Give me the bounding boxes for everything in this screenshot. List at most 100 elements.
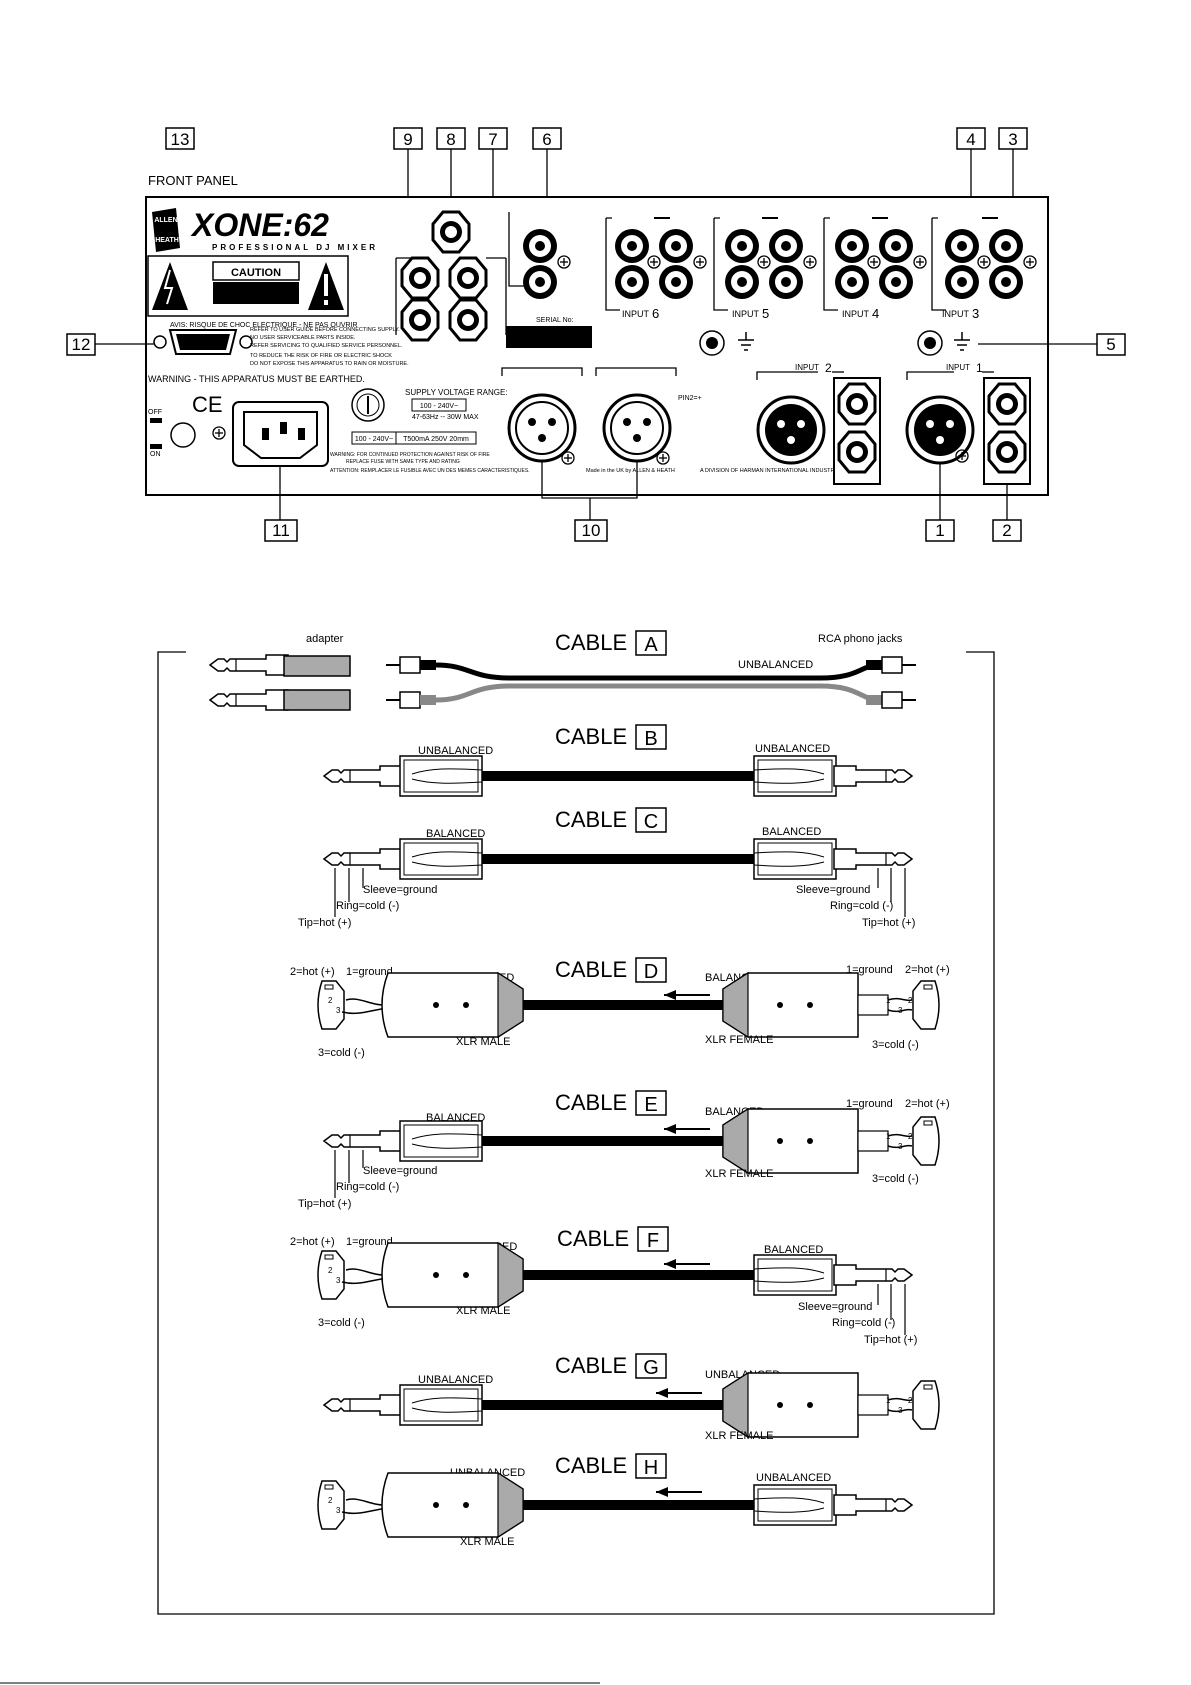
svg-text:CABLE: CABLE bbox=[555, 1090, 627, 1115]
svg-text:3=cold (-): 3=cold (-) bbox=[872, 1173, 919, 1185]
input-1-label: INPUT bbox=[946, 363, 970, 372]
svg-text:1=ground: 1=ground bbox=[346, 966, 393, 978]
fuse-voltage: 100 - 240V~ bbox=[355, 436, 393, 443]
pin2-note: PIN2=+ bbox=[678, 395, 702, 402]
jack-socket-9b bbox=[400, 298, 440, 342]
callout-4: 4 bbox=[956, 127, 986, 150]
input-3-rca-4 bbox=[989, 265, 1023, 299]
jack-socket-7b bbox=[448, 298, 488, 342]
svg-text:Tip=hot (+): Tip=hot (+) bbox=[864, 1334, 917, 1346]
input-1-number: 1 bbox=[976, 361, 983, 375]
svg-text:1: 1 bbox=[886, 996, 891, 1005]
input-6-label: INPUT bbox=[622, 309, 650, 319]
input-3-label: INPUT bbox=[942, 309, 970, 319]
no-rain-note: DO NOT EXPOSE THIS APPARATUS TO RAIN OR … bbox=[250, 361, 409, 367]
svg-text:3: 3 bbox=[1008, 130, 1017, 149]
cable-f: CABLE F BALANCED BALANCED 2=hot (+) 1=gr… bbox=[290, 1226, 917, 1346]
record-out-bracket bbox=[395, 257, 507, 335]
mixer-subtitle: PROFESSIONAL DJ MIXER bbox=[212, 243, 378, 252]
svg-text:G: G bbox=[643, 1357, 659, 1379]
svg-text:F: F bbox=[647, 1230, 659, 1252]
on-label: ON bbox=[150, 451, 161, 458]
input-5-rca-3 bbox=[769, 229, 803, 263]
ce-mark: CE bbox=[192, 392, 223, 417]
svg-text:Tip=hot (+): Tip=hot (+) bbox=[298, 1198, 351, 1210]
svg-text:XLR FEMALE: XLR FEMALE bbox=[705, 1034, 773, 1046]
input-3-rca-3 bbox=[989, 229, 1023, 263]
input-4-number: 4 bbox=[872, 306, 879, 321]
svg-text:2: 2 bbox=[328, 1496, 333, 1505]
svg-text:Tip=hot (+): Tip=hot (+) bbox=[298, 917, 351, 929]
svg-text:2: 2 bbox=[328, 996, 333, 1005]
division-note: A DIVISION OF HARMAN INTERNATIONAL INDUS… bbox=[700, 468, 853, 474]
svg-text:UNBALANCED: UNBALANCED bbox=[418, 745, 493, 757]
svg-text:2: 2 bbox=[908, 1396, 913, 1405]
svg-text:3: 3 bbox=[898, 1142, 903, 1151]
svg-text:6: 6 bbox=[542, 130, 551, 149]
svg-text:Tip=hot (+): Tip=hot (+) bbox=[862, 917, 915, 929]
svg-text:Sleeve=ground: Sleeve=ground bbox=[363, 884, 437, 896]
svg-text:Sleeve=ground: Sleeve=ground bbox=[363, 1165, 437, 1177]
input-3-rca-2 bbox=[945, 265, 979, 299]
svg-text:BALANCED: BALANCED bbox=[426, 828, 485, 840]
svg-text:BALANCED: BALANCED bbox=[762, 826, 821, 838]
svg-text:2=hot (+): 2=hot (+) bbox=[290, 966, 335, 978]
input-1-xlr bbox=[905, 395, 975, 465]
callout-6: 6 bbox=[532, 127, 562, 150]
svg-text:1: 1 bbox=[886, 1132, 891, 1141]
callout-13: 13 bbox=[165, 127, 195, 150]
svg-text:2=hot (+): 2=hot (+) bbox=[905, 964, 950, 976]
input-2-number: 2 bbox=[825, 361, 832, 375]
svg-text:1: 1 bbox=[935, 521, 944, 540]
svg-text:2: 2 bbox=[908, 1132, 913, 1141]
callout-1: 1 bbox=[925, 519, 955, 542]
serial-port bbox=[153, 329, 253, 355]
svg-text:3: 3 bbox=[336, 1276, 341, 1285]
svg-text:1=ground: 1=ground bbox=[346, 1236, 393, 1248]
power-switch[interactable] bbox=[170, 422, 196, 448]
svg-text:13: 13 bbox=[171, 130, 190, 149]
callout-8: 8 bbox=[436, 127, 466, 150]
avis-text: AVIS: RISQUE DE CHOC ELECTRIQUE - NE PAS… bbox=[170, 322, 358, 329]
input-6-number: 6 bbox=[652, 306, 659, 321]
input-5-rca-1 bbox=[725, 229, 759, 263]
cable-b: CABLE B UNBALANCED UNBALANCED bbox=[323, 724, 913, 797]
svg-text:1: 1 bbox=[886, 1396, 891, 1405]
svg-text:Ring=cold (-): Ring=cold (-) bbox=[336, 1181, 399, 1193]
svg-text:3=cold (-): 3=cold (-) bbox=[318, 1317, 365, 1329]
svg-text:H: H bbox=[644, 1457, 658, 1479]
rca-socket-6a bbox=[523, 229, 557, 263]
svg-text:BALANCED: BALANCED bbox=[764, 1244, 823, 1256]
input-4-label: INPUT bbox=[842, 309, 870, 319]
user-guide-note: REFER TO USER GUIDE BEFORE CONNECTING SU… bbox=[250, 327, 400, 333]
no-user-parts-note: NO USER SERVICEABLE PARTS INSIDE. bbox=[250, 335, 356, 341]
svg-text:D: D bbox=[644, 961, 658, 983]
allen-heath-logo: ALLEN HEATH bbox=[152, 208, 180, 252]
made-in-note: Made in the UK by ALLEN & HEATH bbox=[586, 468, 675, 474]
input-2-jack-b bbox=[837, 430, 877, 474]
svg-text:2: 2 bbox=[1002, 521, 1011, 540]
svg-text:Sleeve=ground: Sleeve=ground bbox=[798, 1301, 872, 1313]
cable-h: CABLE H UNBALANCED UNBALANCED 2 3 XLR MA… bbox=[317, 1453, 913, 1548]
input-2-xlr bbox=[756, 395, 826, 465]
input-2-label: INPUT bbox=[795, 363, 819, 372]
svg-text:10: 10 bbox=[582, 521, 601, 540]
svg-text:5: 5 bbox=[1106, 335, 1115, 354]
svg-text:UNBALANCED: UNBALANCED bbox=[755, 743, 830, 755]
cable-g: CABLE G UNBALANCED UNBALANCED 1 2 3 XLR … bbox=[323, 1353, 940, 1442]
svg-text:XLR MALE: XLR MALE bbox=[460, 1536, 514, 1548]
callout-2: 2 bbox=[992, 519, 1022, 542]
input-2-jack-a bbox=[837, 382, 877, 426]
off-label: OFF bbox=[148, 409, 162, 416]
cable-e: CABLE E BALANCED BALANCED 1=ground 2=hot… bbox=[298, 1090, 950, 1210]
svg-text:CABLE: CABLE bbox=[555, 957, 627, 982]
callout-7: 7 bbox=[478, 127, 508, 150]
supply-range: 100 - 240V~ bbox=[420, 403, 458, 410]
svg-text:Sleeve=ground: Sleeve=ground bbox=[796, 884, 870, 896]
svg-text:XLR FEMALE: XLR FEMALE bbox=[705, 1168, 773, 1180]
input-5-label: INPUT bbox=[732, 309, 760, 319]
input-1-jack-b bbox=[987, 430, 1027, 474]
svg-text:XLR FEMALE: XLR FEMALE bbox=[705, 1430, 773, 1442]
input-4-rca-1 bbox=[835, 229, 869, 263]
